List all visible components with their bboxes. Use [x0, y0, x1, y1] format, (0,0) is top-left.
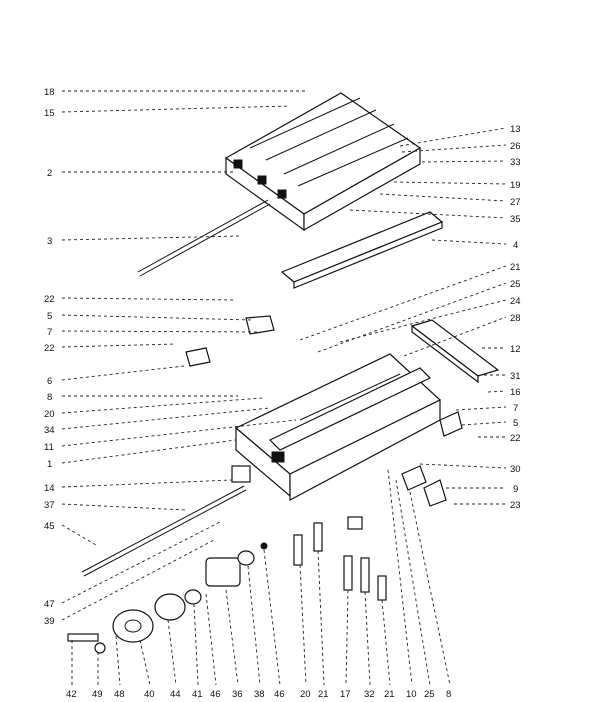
callout-24: 24 [510, 296, 521, 307]
callouts-bottom: 42 49 48 40 44 41 46 36 38 46 20 21 17 3… [66, 689, 451, 700]
callout-40: 40 [144, 689, 155, 700]
callout-15: 15 [44, 108, 55, 119]
callout-21: 21 [318, 689, 329, 700]
callout-39: 39 [44, 616, 55, 627]
callout-3: 3 [47, 236, 52, 247]
callout-21: 21 [510, 262, 521, 273]
callout-31: 31 [510, 371, 521, 382]
callout-47: 47 [44, 599, 55, 610]
callout-30: 30 [510, 464, 521, 475]
callout-46: 46 [274, 689, 285, 700]
callout-34: 34 [44, 425, 55, 436]
callout-42: 42 [66, 689, 77, 700]
callout-35: 35 [510, 214, 521, 225]
callout-9: 9 [513, 484, 518, 495]
leader-lines-left [61, 90, 308, 621]
callout-11: 11 [44, 442, 54, 453]
upper-table [224, 92, 422, 232]
callout-5: 5 [47, 311, 52, 322]
callout-20: 20 [44, 409, 55, 420]
handwheel-assembly [67, 542, 268, 654]
callout-37: 37 [44, 500, 55, 511]
callout-19: 19 [510, 180, 521, 191]
callout-1: 1 [47, 459, 52, 470]
callout-8: 8 [47, 392, 52, 403]
callout-14: 14 [44, 483, 55, 494]
callout-25: 25 [424, 689, 435, 700]
callout-45: 45 [44, 521, 55, 532]
callout-46: 46 [210, 689, 221, 700]
callout-8: 8 [446, 689, 451, 700]
callout-49: 49 [92, 689, 103, 700]
callout-20: 20 [300, 689, 311, 700]
callout-27: 27 [510, 197, 521, 208]
callout-22: 22 [44, 343, 55, 354]
callout-21: 21 [384, 689, 395, 700]
callout-41: 41 [192, 689, 203, 700]
callout-25: 25 [510, 279, 521, 290]
adjusting-rod [137, 199, 271, 277]
callout-10: 10 [406, 689, 417, 700]
callout-48: 48 [114, 689, 125, 700]
callouts-right: 13 26 33 19 27 35 4 21 25 24 28 12 31 16… [510, 124, 521, 511]
brackets [185, 315, 463, 507]
leader-lines-bottom [71, 469, 451, 686]
callout-6: 6 [47, 376, 52, 387]
callout-44: 44 [170, 689, 181, 700]
callout-12: 12 [510, 344, 521, 355]
callout-36: 36 [232, 689, 243, 700]
callout-17: 17 [340, 689, 351, 700]
callout-5: 5 [513, 418, 518, 429]
callout-22: 22 [510, 433, 521, 444]
leadscrew [81, 465, 251, 577]
callout-23: 23 [510, 500, 521, 511]
callout-2: 2 [47, 168, 52, 179]
base-casting [234, 353, 442, 501]
bolts [293, 516, 387, 601]
gib-strip [280, 211, 444, 289]
leader-lines-right [299, 127, 507, 505]
callout-18: 18 [44, 87, 55, 98]
callouts-left: 18 15 2 3 22 5 7 22 6 8 20 34 11 1 14 37… [44, 87, 55, 627]
callout-33: 33 [510, 157, 521, 168]
callout-7: 7 [47, 327, 52, 338]
callout-22: 22 [44, 294, 55, 305]
callout-16: 16 [510, 387, 521, 398]
callout-7: 7 [513, 403, 518, 414]
callout-26: 26 [510, 141, 521, 152]
gib-bar [410, 319, 500, 384]
callout-4: 4 [513, 240, 518, 251]
callout-38: 38 [254, 689, 265, 700]
callout-13: 13 [510, 124, 521, 135]
callout-28: 28 [510, 313, 521, 324]
callout-32: 32 [364, 689, 375, 700]
